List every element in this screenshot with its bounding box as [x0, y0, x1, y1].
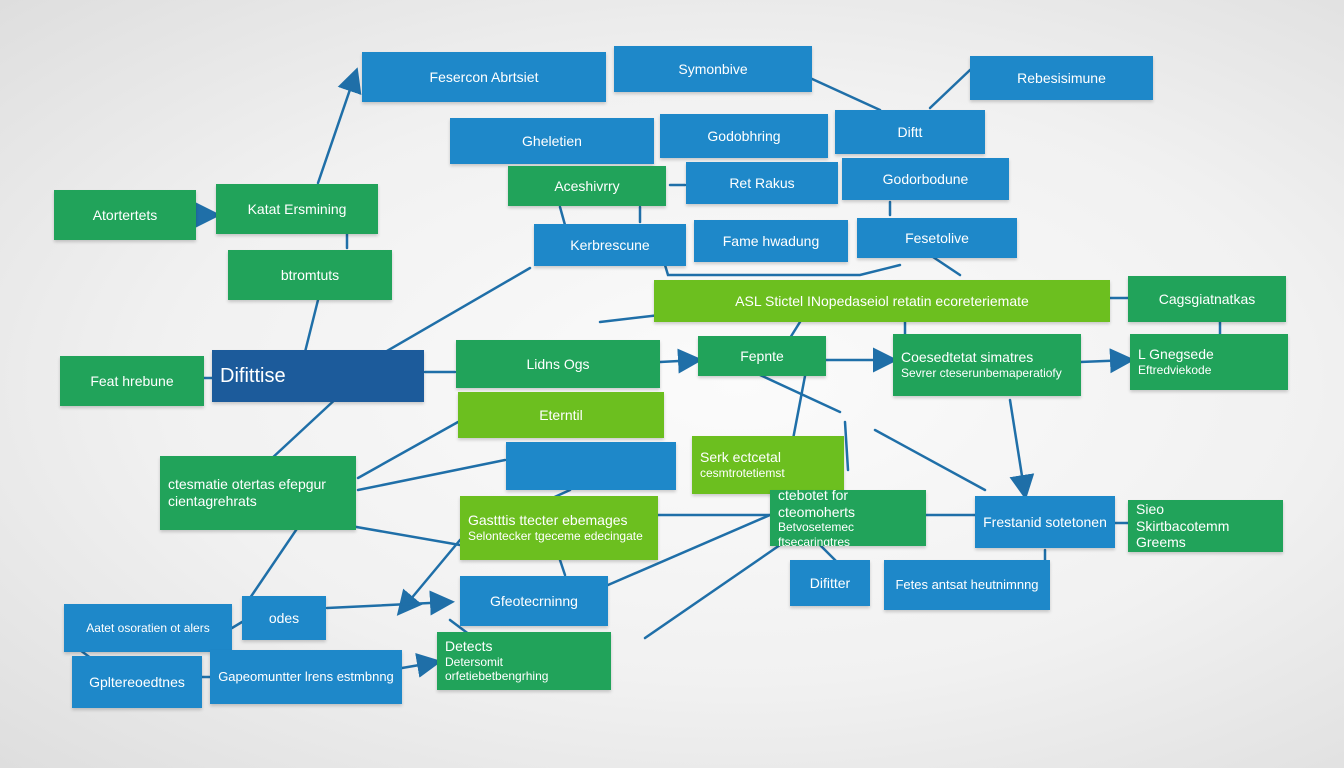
node-title: ctesmatie otertas efepgur	[168, 476, 326, 493]
node-fepnte[interactable]: Fepnte	[698, 336, 826, 376]
connector-line	[1078, 348, 1135, 374]
node-difittise[interactable]: Difittise	[212, 350, 424, 402]
node-godobhring[interactable]: Godobhring	[660, 114, 828, 158]
node-title: L Gnegsede	[1138, 346, 1214, 363]
connector-line	[758, 373, 842, 414]
connector-line	[606, 513, 772, 587]
node-ctesmatie[interactable]: ctesmatie otertas efepgur cientagrehrats	[160, 456, 356, 530]
node-odes[interactable]: odes	[242, 596, 326, 640]
connector-line	[268, 393, 342, 462]
node-gpltereoedtnes[interactable]: Gpltereoedtnes	[72, 656, 202, 708]
node-ret-rakus[interactable]: Ret Rakus	[686, 162, 838, 204]
connector-line	[343, 523, 462, 547]
node-gheletien[interactable]: Gheletien	[450, 118, 654, 164]
node-title: Gastttis ttecter ebemages	[468, 512, 628, 529]
node-subtitle: Betvosetemec ftsecaringtres	[778, 520, 855, 546]
node-coesedtetat[interactable]: Coesedtetat simatres Sevrer cteserunbema…	[893, 334, 1081, 396]
node-title: ctebotet for cteomoherts	[778, 490, 856, 520]
connector-line	[325, 590, 455, 616]
node-lidns-ogs[interactable]: Lidns Ogs	[456, 340, 660, 388]
node-skirtbacotemm[interactable]: Sieo Skirtbacotemm Greems	[1128, 500, 1283, 552]
connector-line	[400, 653, 442, 678]
node-asl-stictel[interactable]: ASL Stictel INopedaseiol retatin ecorete…	[654, 280, 1110, 322]
node-fesercon-abrtsiet[interactable]: Fesercon Abrtsiet	[362, 52, 606, 102]
connector-line	[558, 205, 567, 227]
node-btromtuts[interactable]: btromtuts	[228, 250, 392, 300]
node-subtitle: Selontecker tgeceme edecingate	[468, 529, 643, 544]
connector-line	[928, 68, 972, 110]
node-atortertets[interactable]: Atortertets	[54, 190, 196, 240]
connector-line	[658, 348, 703, 374]
connector-line	[356, 458, 507, 492]
node-subtitle: cientagrehrats	[168, 493, 257, 509]
node-gastttis[interactable]: Gastttis ttecter ebemages Selontecker tg…	[460, 496, 658, 560]
node-subtitle: Eftredviekode	[1138, 363, 1212, 378]
connector-line	[873, 428, 987, 492]
node-diftt[interactable]: Diftt	[835, 110, 985, 154]
connector-line	[663, 263, 902, 277]
node-serk-ectcetal[interactable]: Serk ectcetal cesmtrotetiemst	[692, 436, 844, 494]
node-detects[interactable]: Detects Detersomit orfetiebetbengrhing	[437, 632, 611, 690]
node-title: Serk ectcetal	[700, 449, 781, 466]
node-fesetolive[interactable]: Fesetolive	[857, 218, 1017, 258]
node-subtitle: Detersomit orfetiebetbengrhing	[445, 655, 549, 684]
node-fame-hwadung[interactable]: Fame hwadung	[694, 220, 848, 262]
node-kerbrescune[interactable]: Kerbrescune	[534, 224, 686, 266]
connector-line	[928, 253, 962, 277]
connector-line	[1008, 398, 1035, 500]
node-title: Coesedtetat simatres	[901, 349, 1034, 366]
connector-line	[843, 420, 850, 472]
node-gapeomuntter[interactable]: Gapeomuntter lrens estmbnng	[210, 650, 402, 704]
connector-line	[598, 313, 662, 324]
connector-line	[303, 298, 320, 354]
node-subtitle: Sevrer cteserunbemaperatiofy	[901, 366, 1062, 381]
connector-line	[230, 620, 244, 630]
node-title: Detects	[445, 638, 493, 655]
node-cagsgiatnatkas[interactable]: Cagsgiatnatkas	[1128, 276, 1286, 322]
node-godorbodune[interactable]: Godorbodune	[842, 158, 1009, 200]
node-frestanid[interactable]: Frestanid sotetonen	[975, 496, 1115, 548]
node-gnegsede[interactable]: L Gnegsede Eftredviekode	[1130, 334, 1288, 390]
node-symonbive[interactable]: Symonbive	[614, 46, 812, 92]
node-feat-hrebune[interactable]: Feat hrebune	[60, 356, 204, 406]
node-subtitle: Skirtbacotemm Greems	[1136, 517, 1230, 551]
connector-line	[316, 67, 362, 185]
node-gfeotecrninng[interactable]: Gfeotecrninng	[460, 576, 608, 626]
connector-line	[356, 420, 460, 480]
connector-line	[378, 266, 532, 357]
connector-line	[643, 543, 782, 640]
node-aatet-osoratien[interactable]: Aatet osoratien ot alers	[64, 604, 232, 652]
node-blank[interactable]	[506, 442, 676, 490]
node-fetes-antsat[interactable]: Fetes antsat heutnimnng	[884, 560, 1050, 610]
node-title: Sieo	[1136, 500, 1165, 517]
node-subtitle: cesmtrotetiemst	[700, 466, 785, 481]
node-eterntil[interactable]: Eterntil	[458, 392, 664, 438]
connector-line	[558, 558, 567, 577]
node-katat-ersmining[interactable]: Katat Ersmining	[216, 184, 378, 234]
node-difitter[interactable]: Difitter	[790, 560, 870, 606]
node-ctebotet[interactable]: ctebotet for cteomoherts Betvosetemec ft…	[770, 490, 926, 546]
connector-line	[396, 538, 462, 616]
node-rebesisimune[interactable]: Rebesisimune	[970, 56, 1153, 100]
node-aceshivrry[interactable]: Aceshivrry	[508, 166, 666, 206]
connector-line	[808, 76, 882, 112]
connector-line	[788, 320, 802, 340]
